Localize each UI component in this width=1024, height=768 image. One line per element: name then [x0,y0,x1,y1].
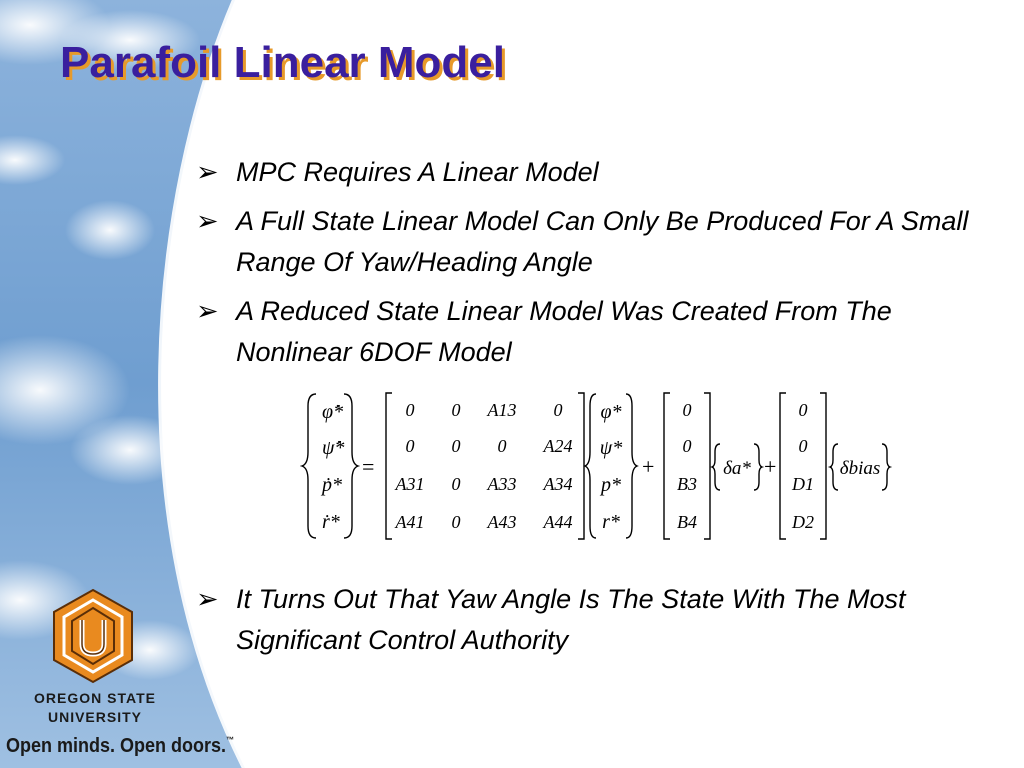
matrix-entry: 0 [498,436,507,456]
arrow-bullet-icon: ➢ [196,157,219,187]
lhs-entry: ψ̇* [322,437,344,459]
matrix-entry: A13 [487,400,517,420]
matrix-entry: 0 [799,436,808,456]
osu-logo-icon [53,588,133,684]
brackets [300,392,893,540]
matrix-entry: 0 [406,436,415,456]
matrix-entry: A31 [395,474,425,494]
A-matrix: 0 0 A13 0 0 0 0 A24 A31 0 A33 A34 A41 0 … [395,400,573,532]
state-vector: φ* ψ* p* r* [599,401,622,533]
plus-sign: + [642,454,654,479]
D-matrix: 0 0 D1 D2 [791,400,814,532]
matrix-entry: D2 [791,512,814,532]
equals-sign: = [362,454,374,479]
state-entry: r* [602,511,620,533]
university-name-line1: OREGON STATE [34,690,156,706]
arrow-bullet-icon: ➢ [196,584,219,614]
bullet-text: It Turns Out That Yaw Angle Is The State… [236,584,906,655]
matrix-entry: B3 [677,474,697,494]
tagline: Open minds. Open doors.™ [6,735,234,758]
slide-title: Parafoil Linear Model [60,38,505,87]
state-entry: ψ* [600,437,622,459]
bullet-text: A Reduced State Linear Model Was Created… [236,296,892,367]
lhs-entry: φ̇* [322,401,343,423]
matrix-entry: 0 [452,474,461,494]
matrix-entry: 0 [452,400,461,420]
matrix-entry: 0 [799,400,808,420]
matrix-entry: A34 [543,474,573,494]
matrix-entry: B4 [677,512,697,532]
matrix-entry: D1 [791,474,814,494]
matrix-entry: A33 [487,474,517,494]
input-term: δa* [723,458,751,479]
arrow-bullet-icon: ➢ [196,206,219,236]
state-space-equation: φ̇* ψ̇* ṗ* ṙ* = 0 0 A13 0 0 0 0 A24 A31 … [300,392,893,540]
lhs-entry: ṗ* [320,474,342,496]
arrow-bullet-icon: ➢ [196,296,219,326]
matrix-entry: A44 [543,512,573,532]
matrix-entry: 0 [683,400,692,420]
university-name-line2: UNIVERSITY [47,709,142,725]
bias-term: δbias [840,458,881,479]
tagline-text: Open minds. Open doors. [6,735,227,757]
state-entry: p* [599,474,621,496]
matrix-entry: A24 [543,436,573,456]
matrix-entry: 0 [452,512,461,532]
plus-sign: + [764,454,776,479]
B-matrix: 0 0 B3 B4 [677,400,697,532]
trademark-symbol: ™ [226,735,235,745]
lhs-vector: φ̇* ψ̇* ṗ* ṙ* [320,401,344,533]
matrix-entry: 0 [554,400,563,420]
bullet-text: MPC Requires A Linear Model [236,157,599,187]
lhs-entry: ṙ* [322,511,340,533]
state-entry: φ* [600,401,621,423]
matrix-entry: 0 [683,436,692,456]
matrix-entry: A43 [487,512,517,532]
matrix-entry: A41 [395,512,425,532]
matrix-entry: 0 [406,400,415,420]
bullet-text: A Full State Linear Model Can Only Be Pr… [236,206,969,277]
matrix-entry: 0 [452,436,461,456]
